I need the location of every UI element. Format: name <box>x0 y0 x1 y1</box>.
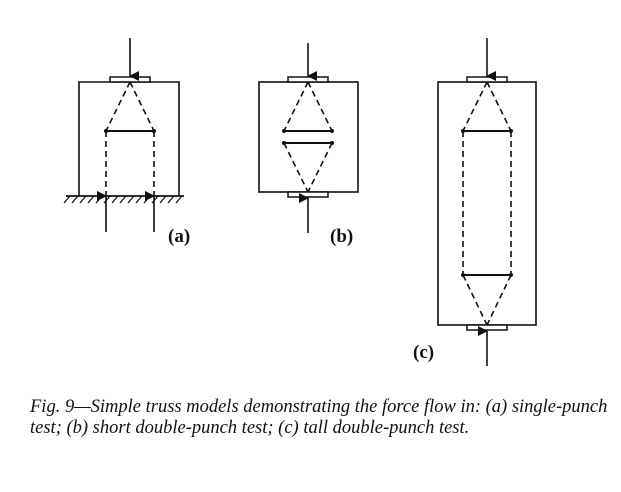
model-c-top-punch <box>466 76 508 83</box>
model-b-node <box>282 141 286 145</box>
model-b-node <box>330 141 334 145</box>
model-b-truss-struts <box>283 81 333 193</box>
model-a-support-hatching <box>63 195 183 204</box>
label-a: (a) <box>168 226 190 247</box>
model-a-truss-struts <box>105 81 155 196</box>
model-c-truss-struts <box>462 81 512 326</box>
model-c-node <box>461 273 465 277</box>
model-a-node-left <box>104 129 108 133</box>
label-b: (b) <box>330 226 353 247</box>
model-c-bottom-punch <box>466 324 508 331</box>
model-b-node <box>330 129 334 133</box>
model-c-tall-double-punch: (c) <box>413 38 537 366</box>
model-c-specimen-outline <box>437 81 537 326</box>
model-a-node-right <box>152 129 156 133</box>
model-b-node <box>282 129 286 133</box>
model-b-top-punch <box>287 76 329 83</box>
model-a-single-punch: (a) <box>63 38 190 247</box>
figure-caption: Fig. 9—Simple truss models demonstrating… <box>30 397 608 438</box>
model-c-node <box>509 129 513 133</box>
model-a-top-punch <box>109 76 151 83</box>
model-a-specimen-outline <box>78 81 180 196</box>
model-b-bottom-punch <box>287 191 329 198</box>
model-b-short-double-punch: (b) <box>258 43 359 247</box>
model-c-node <box>509 273 513 277</box>
model-c-node <box>461 129 465 133</box>
label-c: (c) <box>413 342 434 363</box>
model-b-specimen-outline <box>258 81 359 193</box>
